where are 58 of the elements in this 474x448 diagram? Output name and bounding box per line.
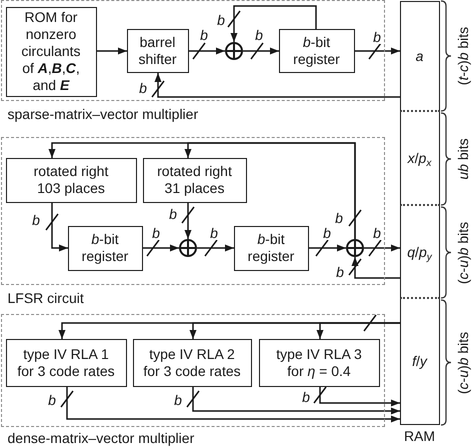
connector-arrow xyxy=(309,244,346,252)
bus-width-label: b xyxy=(254,28,264,42)
rla-block: type IV RLA 2 for 3 code rates xyxy=(132,338,252,386)
connector-arrow xyxy=(184,142,356,239)
connector-arrow xyxy=(51,203,68,252)
register-block: b-bit register xyxy=(278,28,354,72)
bus-width-label: b xyxy=(209,226,219,240)
bit-width-label: (c-u)b bits xyxy=(455,331,471,394)
connector-arrow xyxy=(319,387,400,406)
bus-width-label: b xyxy=(138,81,148,95)
rla-block: type IV RLA 1 for 3 code rates xyxy=(6,338,126,386)
connector-arrow xyxy=(189,48,225,54)
connector-arrow xyxy=(355,48,400,54)
group-title: sparse-matrix–vector multiplier xyxy=(8,106,198,122)
ram-label: RAM xyxy=(404,428,436,444)
connector-arrow xyxy=(192,387,400,414)
connector-arrow xyxy=(154,73,400,98)
bus-width-label: b xyxy=(168,207,178,221)
bus-width-label: b xyxy=(372,30,382,44)
bus-width-label: b xyxy=(301,390,311,404)
xor-symbol xyxy=(346,238,364,256)
connector-arrow xyxy=(364,244,400,252)
rotator-block: rotated right 103 places xyxy=(6,158,136,202)
rotator-block: rotated right 31 places xyxy=(142,158,246,202)
bus-width-label: b xyxy=(151,226,161,240)
connector-arrow xyxy=(66,387,400,422)
xor-symbol xyxy=(224,42,242,60)
connector-arrow xyxy=(243,48,279,54)
bus-width-label: b xyxy=(322,226,332,240)
connector-arrow xyxy=(230,5,317,42)
segment-label: f/y xyxy=(412,353,427,369)
connector-arrow xyxy=(316,322,400,339)
xor-symbol xyxy=(178,238,196,256)
segment-label: x/p$_{x}$ xyxy=(408,150,432,166)
connector-arrow xyxy=(97,48,127,54)
bus-width-label: b xyxy=(335,265,345,279)
group-title: dense-matrix–vector multiplier xyxy=(8,430,194,446)
group-title: LFSR circuit xyxy=(8,290,84,306)
connector-arrow xyxy=(143,244,179,252)
bus-width-label: b xyxy=(31,213,41,227)
connector-arrow xyxy=(184,203,192,239)
connector-arrow xyxy=(352,257,400,279)
bus-width-label: b xyxy=(173,393,183,407)
bit-width-label: (t-c)b bits xyxy=(455,26,471,86)
bus-width-label: b xyxy=(216,13,226,27)
barrel-shifter-block: barrel shifter xyxy=(126,28,188,72)
segment-label: a xyxy=(416,48,424,64)
rla-block: type IV RLA 3 for η = 0.4 xyxy=(258,338,380,386)
bit-width-label: ub bits xyxy=(455,138,471,180)
register-block: b-bit register xyxy=(234,226,308,270)
connector-arrow xyxy=(197,244,234,252)
bus-width-label: b xyxy=(372,226,382,240)
bus-width-label: b xyxy=(47,393,57,407)
bus-width-label: b xyxy=(334,211,344,225)
rom-block: ROM for nonzero circulants of A,B,C, and E xyxy=(6,6,96,96)
register-block: b-bit register xyxy=(68,226,142,270)
bus-width-label: b xyxy=(199,28,209,42)
bit-width-label: (c-u)b bits xyxy=(455,221,471,284)
